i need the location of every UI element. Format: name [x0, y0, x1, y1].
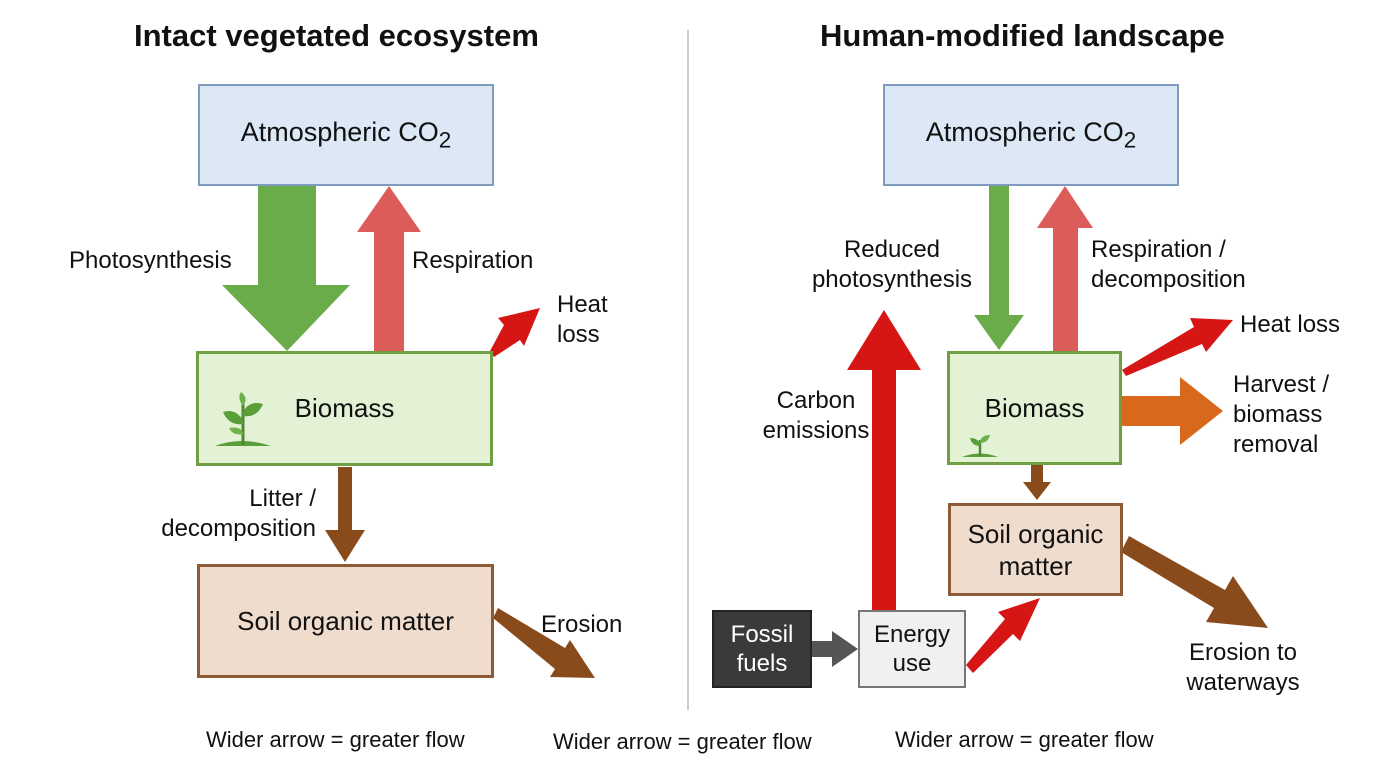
reduced-photosynthesis-arrow: [974, 185, 1024, 350]
respiration-label: Respiration: [412, 247, 534, 274]
respiration-decomposition-arrow: [1037, 186, 1093, 351]
soil-organic-matter-box: Soil organic matter: [197, 564, 494, 678]
litter-arrow: [325, 467, 365, 562]
soil-organic-matter-label: Soil organic matter: [237, 606, 454, 636]
erosion-to-waterways-arrow: [1121, 536, 1268, 628]
erosion-arrow: [493, 608, 595, 678]
carbon-emissions-arrow: [847, 310, 921, 610]
biomass-to-soil-arrow: [1023, 465, 1051, 500]
heat-loss-label-right: Heat loss: [1240, 311, 1341, 338]
fossil-to-energy-arrow: [812, 631, 858, 667]
respiration-arrow: [357, 186, 421, 351]
heat-loss-arrow: [490, 308, 540, 357]
photosynthesis-label: Photosynthesis: [69, 247, 232, 274]
plant-icon: [215, 392, 271, 446]
left-panel-title: Intact vegetated ecosystem: [134, 18, 539, 53]
erosion-label: Erosion: [541, 611, 623, 638]
biomass-label: Biomass: [294, 393, 395, 423]
atmospheric-co2-box: Atmospheric CO2: [198, 84, 494, 186]
respiration-decomposition-label: Respiration /decomposition: [1091, 236, 1246, 293]
legend-note-3: Wider arrow = greater flow: [895, 727, 1154, 752]
litter-decomposition-label: Litter /decomposition: [161, 485, 316, 542]
harvest-arrow: [1122, 377, 1223, 445]
atmospheric-co2-box-right: Atmospheric CO2: [883, 84, 1179, 186]
right-panel-title: Human-modified landscape: [820, 18, 1225, 53]
biomass-box: Biomass: [196, 351, 493, 466]
legend-note-2: Wider arrow = greater flow: [553, 729, 812, 754]
legend-note-1: Wider arrow = greater flow: [206, 727, 465, 752]
energy-to-soil-arrow: [966, 598, 1040, 673]
biomass-box-right: Biomass: [947, 351, 1122, 465]
photosynthesis-arrow: [222, 185, 350, 351]
atmospheric-co2-label: Atmospheric CO2: [240, 116, 452, 153]
heat-loss-arrow-right: [1122, 318, 1233, 376]
atmospheric-co2-label-right: Atmospheric CO2: [925, 116, 1137, 153]
sprout-icon: [962, 435, 998, 457]
biomass-label-right: Biomass: [984, 392, 1085, 423]
